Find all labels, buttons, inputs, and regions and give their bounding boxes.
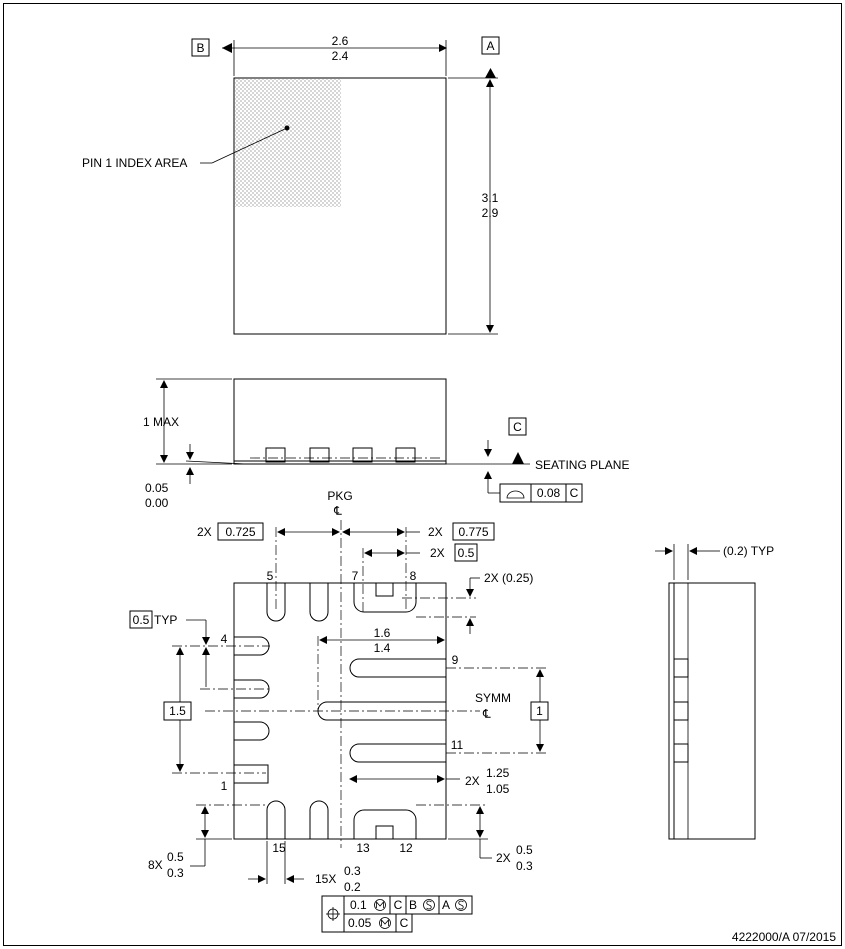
pin-13: 13 [356, 841, 370, 855]
side-height-label: 1 MAX [143, 415, 179, 429]
right-typ-label: (0.2) TYP [723, 544, 774, 558]
pad-15 [266, 800, 286, 839]
dim-15x-count: 15X [315, 872, 336, 886]
dim-15x-max: 0.3 [344, 864, 361, 878]
pitch-15: 1.5 [169, 704, 186, 718]
top-height-min: 2.9 [482, 206, 499, 220]
pad-5 [266, 583, 286, 622]
pad-9 [349, 658, 446, 678]
pin-8: 8 [410, 569, 417, 583]
side-pad [265, 447, 286, 463]
fcf-row1-d2: B [409, 898, 417, 912]
top-height-max: 3.1 [482, 191, 499, 205]
pkg-label: PKG [327, 489, 352, 503]
side-pad [673, 743, 689, 763]
pin1-label: PIN 1 INDEX AREA [82, 156, 187, 170]
symm-label: SYMM [475, 691, 511, 705]
datum-b: B [196, 41, 204, 55]
pad-2 [234, 721, 270, 741]
mmc-icon [379, 917, 391, 929]
symm-cl-symbol: ℄ [482, 707, 491, 721]
side-pad [673, 701, 689, 721]
dim-15x-min: 0.2 [344, 880, 361, 894]
flatness-datum: C [570, 486, 579, 500]
pad-1 [233, 764, 269, 784]
dim-025: 2X (0.25) [484, 571, 533, 585]
pad-13-12 [353, 809, 417, 839]
fcf-row2-d1: C [400, 916, 409, 930]
dim-16: 1.6 [374, 626, 391, 640]
fcf-row2-tol: 0.05 [348, 916, 372, 930]
pin-11: 11 [451, 738, 464, 752]
dim-8x-max: 0.5 [167, 850, 184, 864]
datum-c-box [508, 417, 527, 436]
package-body-top [233, 77, 447, 335]
pin-9: 9 [452, 653, 459, 667]
dim-8x-count: 8X [148, 858, 163, 872]
top-width-max: 2.6 [332, 34, 349, 48]
typ-label: TYP [154, 613, 177, 627]
pin-1: 1 [221, 779, 228, 793]
bottom-view: PKG ℄ 2X 0.725 2X 0.775 2X 0.5 2X (0.25)… [129, 489, 549, 933]
fcf-row1-d3: A [442, 898, 450, 912]
side-pad [673, 658, 689, 678]
position-tolerance-frame: 0.1 C B A 0.05 C [321, 895, 473, 933]
dim-2x-r-min: 0.3 [516, 859, 533, 873]
pin1-index-area [235, 79, 341, 207]
dim-14: 1.4 [374, 641, 391, 655]
rfs-icon [423, 899, 435, 911]
pad-14 [309, 800, 329, 839]
side-view: 1 MAX 0.05 0.00 C SEATING PLANE 0.08 C [143, 378, 629, 510]
standoff-max: 0.05 [145, 481, 169, 495]
dim-05: 0.5 [458, 546, 475, 560]
drawing-number: 4222000/A 07/2015 [732, 930, 836, 944]
flatness-symbol-box [499, 483, 532, 503]
top-view: PIN 1 INDEX AREA B 2.6 2.4 A 3.1 2.9 [82, 34, 500, 335]
dim-125: 1.25 [486, 766, 510, 780]
package-body-side [233, 378, 447, 465]
dim-0725: 0.725 [225, 525, 255, 539]
dim-0775: 0.775 [458, 525, 488, 539]
pin-7: 7 [352, 569, 359, 583]
standoff-min: 0.00 [145, 496, 169, 510]
side-pad [395, 447, 416, 463]
pin-12: 12 [399, 841, 413, 855]
dim-2x-r-max: 0.5 [516, 843, 533, 857]
flatness-icon [506, 490, 525, 499]
symm-box: 1 [536, 704, 543, 718]
pin-5: 5 [267, 569, 274, 583]
fcf-row1-d1: C [394, 898, 403, 912]
pad-7-8 [353, 583, 417, 613]
dim-125-count: 2X [465, 774, 480, 788]
dim-0725-count: 2X [197, 525, 212, 539]
dim-105: 1.05 [486, 782, 510, 796]
top-width-min: 2.4 [332, 49, 349, 63]
dim-2x-r-count: 2X [496, 851, 511, 865]
datum-b-box [191, 38, 210, 57]
pin-4: 4 [221, 632, 228, 646]
drawing-border [3, 3, 842, 946]
side-pad [309, 447, 330, 463]
dim-0775-count: 2X [428, 525, 443, 539]
dim-05-count: 2X [430, 546, 445, 560]
side-pad [352, 447, 373, 463]
seating-plane-label: SEATING PLANE [535, 458, 629, 472]
rfs-icon [455, 899, 467, 911]
right-side-view: (0.2) TYP [655, 544, 774, 840]
datum-a: A [486, 39, 494, 53]
pkg-cl-symbol: ℄ [333, 504, 342, 518]
typ-box: 0.5 [133, 613, 150, 627]
datum-a-box [481, 36, 500, 55]
mmc-icon [374, 899, 386, 911]
pad-11 [349, 743, 446, 763]
datum-c: C [513, 420, 522, 434]
pad-6 [309, 583, 329, 622]
package-body-right [668, 582, 756, 840]
flatness-value: 0.08 [537, 486, 561, 500]
dim-8x-min: 0.3 [167, 866, 184, 880]
fcf-row1-tol: 0.1 [350, 898, 367, 912]
pin-15: 15 [272, 841, 286, 855]
